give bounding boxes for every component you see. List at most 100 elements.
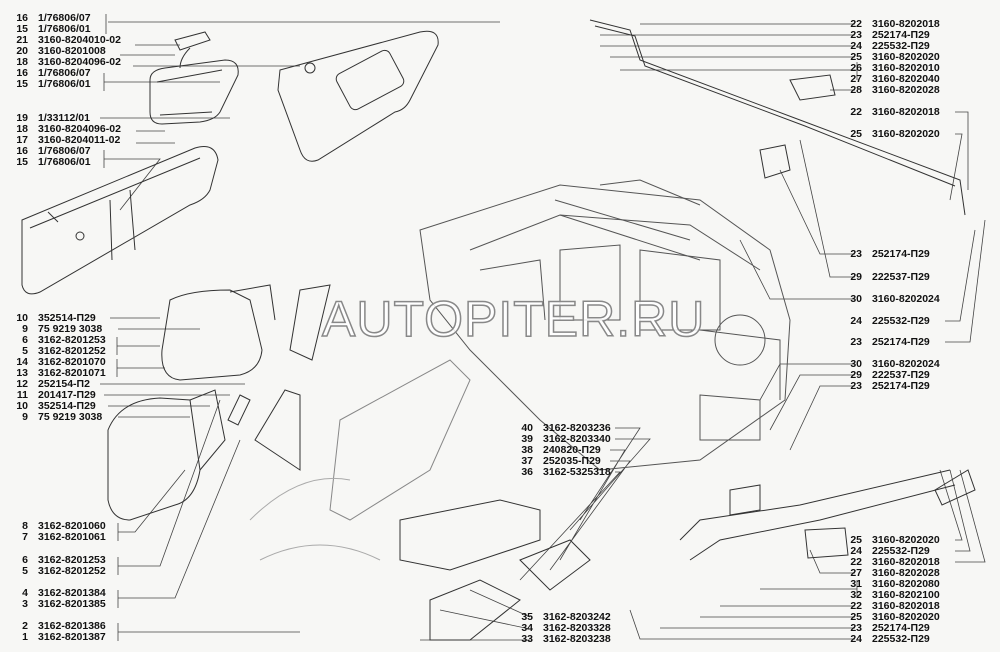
callout-number: 11	[16, 389, 28, 401]
callout-number: 18	[16, 123, 28, 135]
part-number: 222537-П29	[872, 369, 930, 381]
part-number: 3162-8203236	[543, 422, 611, 434]
callout-number: 24	[850, 545, 862, 557]
part-number: 3162-5325318	[543, 466, 611, 478]
leader-lines-left	[100, 14, 500, 641]
callout-number: 8	[22, 520, 28, 532]
part-number: 252174-П29	[872, 380, 930, 392]
callout-number: 21	[16, 34, 28, 46]
callout-number: 5	[22, 565, 28, 577]
callout-number: 26	[850, 62, 862, 74]
callout-number: 29	[850, 271, 862, 283]
part-number: 3160-8204096-02	[38, 123, 121, 135]
part-number: 225532-П29	[872, 633, 930, 645]
part-number: 3162-8201387	[38, 631, 106, 643]
callout-number: 14	[16, 356, 28, 368]
callout-number: 30	[850, 293, 862, 305]
part-number: 252174-П29	[872, 622, 930, 634]
callout-number: 25	[850, 51, 862, 63]
callout-number: 10	[16, 312, 28, 324]
callout-number: 22	[850, 556, 862, 568]
callout-number: 31	[850, 578, 862, 590]
center-console	[399, 499, 591, 641]
callout-number: 23	[850, 622, 862, 634]
callout-number: 6	[22, 334, 28, 346]
callout-number: 15	[16, 78, 28, 90]
part-number: 225532-П29	[872, 40, 930, 52]
part-number: 3162-8201253	[38, 334, 106, 346]
part-number: 1/76806/01	[38, 23, 91, 35]
callout-number: 32	[850, 589, 862, 601]
callout-number: 30	[850, 358, 862, 370]
callout-number: 22	[850, 18, 862, 30]
part-number: 3160-8202024	[872, 293, 940, 305]
callout-number: 38	[521, 444, 533, 456]
callout-number: 23	[850, 336, 862, 348]
part-number: 3160-8202018	[872, 106, 940, 118]
callout-number: 33	[521, 633, 533, 645]
callout-number: 2	[22, 620, 28, 632]
callout-number: 25	[850, 534, 862, 546]
part-number: 3160-8202028	[872, 567, 940, 579]
callout-number: 13	[16, 367, 28, 379]
part-number: 252174-П29	[872, 248, 930, 260]
rear-view-mirror	[149, 31, 316, 125]
callout-number: 12	[16, 378, 28, 390]
callout-number: 25	[850, 611, 862, 623]
callout-number: 16	[16, 12, 28, 24]
part-number: 1/76806/01	[38, 78, 91, 90]
part-number: 1/76806/07	[38, 12, 91, 24]
callout-number: 28	[850, 84, 862, 96]
part-number: 352514-П29	[38, 312, 96, 324]
part-number: 1/76806/07	[38, 145, 91, 157]
callout-number: 39	[521, 433, 533, 445]
part-number: 3160-8202100	[872, 589, 940, 601]
part-number: 3160-8202010	[872, 62, 940, 74]
part-number: 3162-8203238	[543, 633, 611, 645]
part-number: 3162-8203340	[543, 433, 611, 445]
callout-number: 18	[16, 56, 28, 68]
part-number: 3162-8201385	[38, 598, 106, 610]
part-number: 3160-8202018	[872, 18, 940, 30]
part-number: 252035-П29	[543, 455, 601, 467]
callout-number: 23	[850, 29, 862, 41]
part-number: 3160-8204096-02	[38, 56, 121, 68]
callout-number: 1	[22, 631, 28, 643]
callout-number: 3	[22, 598, 28, 610]
outside-mirror-lower	[107, 389, 251, 521]
part-number: 3160-8202018	[872, 600, 940, 612]
part-number: 252174-П29	[872, 336, 930, 348]
part-number: 75 9219 3038	[38, 323, 103, 335]
part-number: 3160-8202020	[872, 128, 940, 140]
part-number: 3162-8201253	[38, 554, 106, 566]
callout-number: 17	[16, 134, 28, 146]
part-number: 3160-8202018	[872, 556, 940, 568]
part-number: 3162-8201384	[38, 587, 106, 599]
part-number: 252154-П2	[38, 378, 90, 390]
part-number: 3160-8202020	[872, 51, 940, 63]
callout-number: 16	[16, 145, 28, 157]
mirror-triangle-trims	[254, 284, 331, 471]
callout-number: 25	[850, 128, 862, 140]
callout-number: 15	[16, 156, 28, 168]
part-number: 352514-П29	[38, 400, 96, 412]
part-number: 3160-8204010-02	[38, 34, 121, 46]
part-number: 3162-8201252	[38, 345, 106, 357]
callout-number: 40	[521, 422, 533, 434]
part-number: 225532-П29	[872, 545, 930, 557]
part-number: 3162-8201070	[38, 356, 106, 368]
part-number: 201417-П29	[38, 389, 96, 401]
part-number: 3160-8202024	[872, 358, 940, 370]
part-number: 3162-8201061	[38, 531, 106, 543]
callout-number: 6	[22, 554, 28, 566]
callout-number: 24	[850, 40, 862, 52]
part-number: 240820-П29	[543, 444, 601, 456]
part-number: 252174-П29	[872, 29, 930, 41]
callout-number: 5	[22, 345, 28, 357]
callout-number: 22	[850, 600, 862, 612]
part-number: 3162-8203242	[543, 611, 611, 623]
part-number: 1/76806/01	[38, 156, 91, 168]
outside-mirror-upper	[161, 284, 276, 381]
callout-number: 24	[850, 633, 862, 645]
